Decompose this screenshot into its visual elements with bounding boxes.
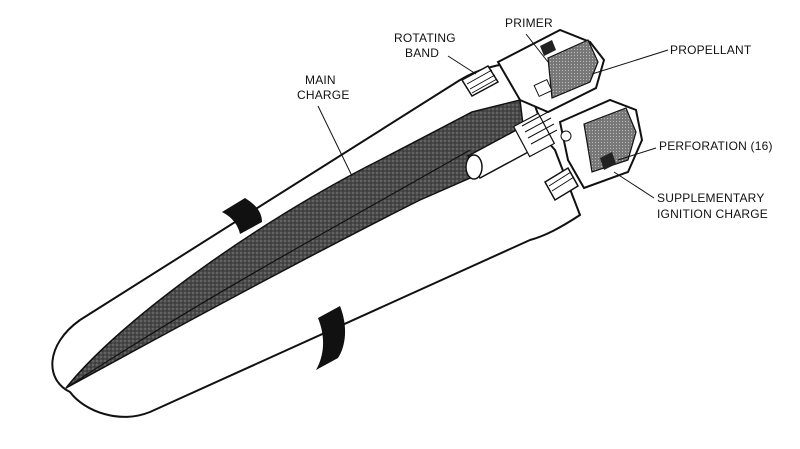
label-rotating-band-line1: ROTATING — [394, 31, 456, 45]
label-main-charge-line1: MAIN — [305, 73, 336, 87]
booster-core — [465, 111, 558, 180]
tail-assembly-lower — [558, 98, 644, 190]
leader-primer — [525, 33, 549, 63]
leader-perforation — [617, 147, 657, 161]
leader-propellant — [591, 49, 669, 75]
projectile-body — [51, 28, 644, 418]
label-rotating-band-line2: BAND — [405, 46, 439, 60]
leader-rotating-band — [447, 55, 477, 75]
label-main-charge-line2: CHARGE — [297, 88, 350, 102]
leader-main-charge — [317, 105, 353, 177]
label-supplementary-line1: SUPPLEMENTARY — [657, 191, 765, 205]
label-primer: PRIMER — [505, 16, 553, 30]
leader-supplementary-ignition — [613, 171, 655, 199]
charge-seam — [65, 149, 471, 389]
leader-lines — [317, 33, 669, 199]
tail-band-lower — [316, 306, 346, 370]
rotating-band — [460, 65, 580, 202]
label-perforation: PERFORATION (16) — [659, 139, 773, 153]
label-propellant: PROPELLANT — [670, 43, 752, 57]
label-supplementary-line2: IGNITION CHARGE — [657, 207, 768, 221]
tail-assembly-upper — [496, 28, 606, 114]
tail-band-upper — [222, 198, 262, 234]
labels: MAIN CHARGE ROTATING BAND PRIMER PROPELL… — [297, 16, 773, 221]
